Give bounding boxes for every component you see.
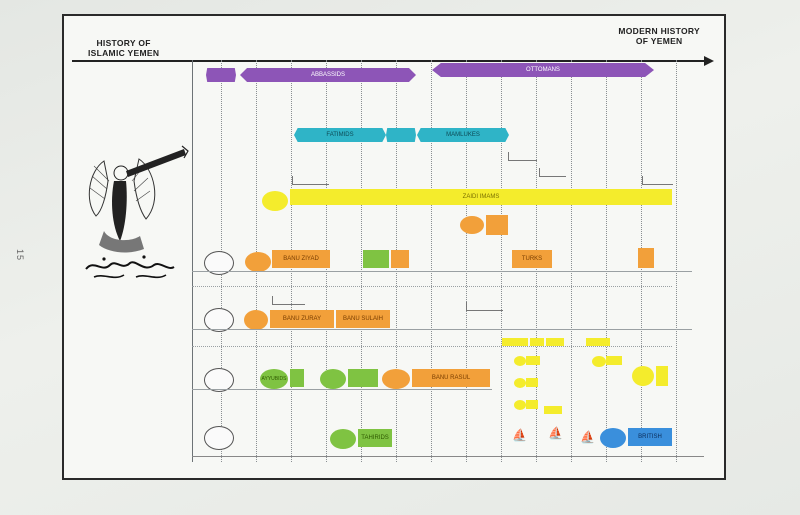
row-line xyxy=(192,389,492,390)
banu-ziyad-oval xyxy=(245,252,271,272)
yellow-small-bar xyxy=(546,338,564,346)
right-header-line1: MODERN HISTORY xyxy=(618,26,700,36)
yellow-small-bar xyxy=(526,356,540,365)
row-line xyxy=(192,329,692,330)
yellow-dot xyxy=(514,400,526,410)
left-header-line1: HISTORY OF xyxy=(96,38,151,48)
grid-line xyxy=(606,60,607,462)
banu-zuray-bar: BANU ZURAY xyxy=(270,310,334,328)
timeline-arrow-icon xyxy=(704,56,714,66)
yellow-oval-right xyxy=(632,366,654,386)
orange-oval-mid xyxy=(460,216,484,234)
grid-line xyxy=(361,60,362,462)
row-dotted-line xyxy=(192,346,672,347)
ayyubids-oval: AYYUBIDS xyxy=(260,369,288,389)
orange-small-bar-2 xyxy=(486,215,508,235)
banu-rasul-oval xyxy=(382,369,410,389)
banu-sulaih-bar: BANU SULAIH xyxy=(336,310,390,328)
yellow-small-bar xyxy=(526,378,538,387)
british-bar: BRITISH xyxy=(628,428,672,446)
cyan-small-bar xyxy=(386,128,416,142)
main-timeline-axis xyxy=(72,60,704,62)
grid-line xyxy=(501,60,502,462)
zaidi-start-oval xyxy=(262,191,288,211)
annotation-tag xyxy=(272,296,305,305)
right-header: MODERN HISTORY OF YEMEN xyxy=(618,26,700,46)
grid-line xyxy=(466,60,467,462)
right-header-line2: OF YEMEN xyxy=(635,36,683,46)
annotation-tag xyxy=(292,176,329,185)
ottomans-bar: OTTOMANS xyxy=(432,63,654,77)
banu-rasul-bar: BANU RASUL xyxy=(412,369,490,387)
zaidi-imams-bar: ZAIDI IMAMS xyxy=(290,189,672,205)
banu-zuray-oval xyxy=(244,310,268,330)
annotation-tag xyxy=(642,176,673,185)
page-number: 15 xyxy=(15,248,26,262)
dynasty-founder-circle xyxy=(204,368,234,392)
annotation-tag xyxy=(539,168,566,177)
yellow-small-bar xyxy=(656,366,668,386)
ship-icon: ⛵ xyxy=(580,430,595,444)
yellow-dot xyxy=(514,378,526,388)
ship-icon: ⛵ xyxy=(548,426,563,440)
dynasty-founder-circle xyxy=(204,308,234,332)
mamlukes-bar: MAMLUKES xyxy=(417,128,509,142)
annotation-tag xyxy=(508,152,537,161)
yellow-small-bar xyxy=(606,356,622,365)
yellow-small-bar xyxy=(544,406,562,414)
banu-ziyad-bar: BANU ZIYAD xyxy=(272,250,330,268)
row-dotted-line xyxy=(192,286,672,287)
tahirids-bar: TAHIRIDS xyxy=(358,429,392,447)
yellow-small-bar xyxy=(502,338,528,346)
green-small-bar-1 xyxy=(363,250,389,268)
grid-line xyxy=(571,60,572,462)
annotation-tag xyxy=(466,302,503,311)
grid-line xyxy=(431,60,432,462)
green-small-bar-2 xyxy=(290,369,304,387)
timeline-chart-frame: HISTORY OF ISLAMIC YEMEN MODERN HISTORY … xyxy=(62,14,726,480)
left-header: HISTORY OF ISLAMIC YEMEN xyxy=(88,38,159,58)
tahirids-oval xyxy=(330,429,356,449)
green-bar xyxy=(348,369,378,387)
abbassids-bar: ABBASSIDS xyxy=(240,68,416,82)
dynasty-founder-circle xyxy=(204,426,234,450)
green-oval xyxy=(320,369,346,389)
orange-small-bar-1 xyxy=(391,250,409,268)
yellow-dot xyxy=(514,356,526,366)
left-header-line2: ISLAMIC YEMEN xyxy=(88,48,160,58)
grid-line xyxy=(192,60,193,462)
grid-line xyxy=(676,60,677,462)
violet-small-bar xyxy=(206,68,236,82)
yellow-small-bar xyxy=(530,338,544,346)
row-line xyxy=(192,271,692,272)
angel-trumpet-illustration xyxy=(85,145,189,279)
fatimids-bar: FATIMIDS xyxy=(294,128,386,142)
yellow-small-bar xyxy=(526,400,538,409)
chart-baseline xyxy=(192,456,704,457)
british-oval xyxy=(600,428,626,448)
yellow-small-bar xyxy=(586,338,610,346)
turks-bar: TURKS xyxy=(512,250,552,268)
yellow-dot xyxy=(592,356,606,367)
ship-icon: ⛵ xyxy=(512,428,527,442)
orange-small-bar-3 xyxy=(638,248,654,268)
